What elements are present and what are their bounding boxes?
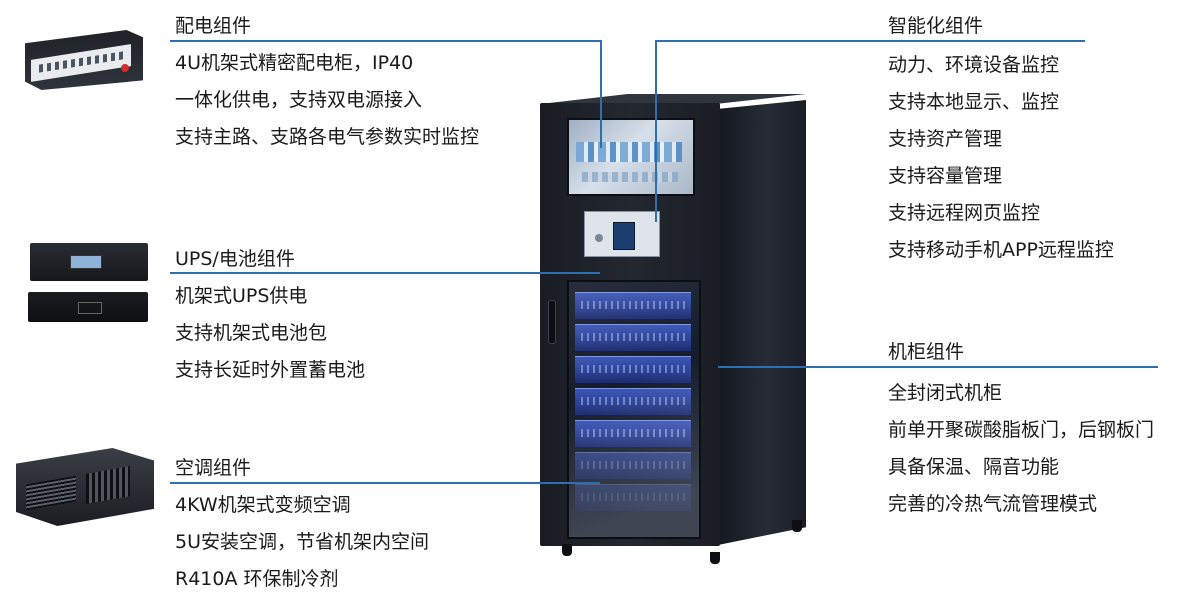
ac-feature-1: 4KW机架式变频空调 xyxy=(175,494,351,516)
ac-section-title: 空调组件 xyxy=(175,457,252,479)
cabinet-feature-1: 全封闭式机柜 xyxy=(888,382,1003,404)
cabinet-section-title: 机柜组件 xyxy=(888,341,965,363)
smart-section-title: 智能化组件 xyxy=(888,15,984,37)
glass-door xyxy=(567,280,701,539)
battery-pack-image xyxy=(28,292,148,322)
smart-callout-line xyxy=(655,40,1085,42)
smart-feature-6: 支持移动手机APP远程监控 xyxy=(888,239,1114,261)
control-panel xyxy=(584,211,660,257)
smart-feature-2: 支持本地显示、监控 xyxy=(888,91,1060,113)
smart-feature-5: 支持远程网页监控 xyxy=(888,202,1041,224)
pdu-feature-3: 支持主路、支路各电气参数实时监控 xyxy=(175,126,480,148)
pdu-product-image xyxy=(25,30,143,90)
pdu-callout-line xyxy=(170,40,602,42)
ac-feature-3: R410A 环保制冷剂 xyxy=(175,568,339,590)
ups-section-title: UPS/电池组件 xyxy=(175,248,295,270)
smart-feature-1: 动力、环境设备监控 xyxy=(888,54,1060,76)
door-handle xyxy=(548,300,556,344)
ups-feature-2: 支持机架式电池包 xyxy=(175,322,328,344)
smart-callout-leader xyxy=(655,40,657,222)
ups-product-image xyxy=(30,243,148,281)
ac-feature-2: 5U安装空调，节省机架内空间 xyxy=(175,531,429,553)
ups-feature-3: 支持长延时外置蓄电池 xyxy=(175,359,366,381)
cabinet-feature-2: 前单开聚碳酸脂板门，后钢板门 xyxy=(888,419,1155,441)
smart-feature-3: 支持资产管理 xyxy=(888,128,1003,150)
cabinet-callout-line xyxy=(718,366,1158,368)
ac-callout-line xyxy=(170,482,600,484)
pdu-callout-leader xyxy=(600,40,602,148)
ups-feature-1: 机架式UPS供电 xyxy=(175,285,308,307)
ups-callout-line xyxy=(170,272,600,274)
pdu-feature-2: 一体化供电，支持双电源接入 xyxy=(175,89,423,111)
smart-feature-4: 支持容量管理 xyxy=(888,165,1003,187)
air-conditioner-image xyxy=(16,448,154,526)
pdu-feature-1: 4U机架式精密配电柜，IP40 xyxy=(175,52,414,74)
cabinet-feature-4: 完善的冷热气流管理模式 xyxy=(888,493,1098,515)
cabinet-feature-3: 具备保温、隔音功能 xyxy=(888,456,1060,478)
pdu-section-title: 配电组件 xyxy=(175,15,252,37)
